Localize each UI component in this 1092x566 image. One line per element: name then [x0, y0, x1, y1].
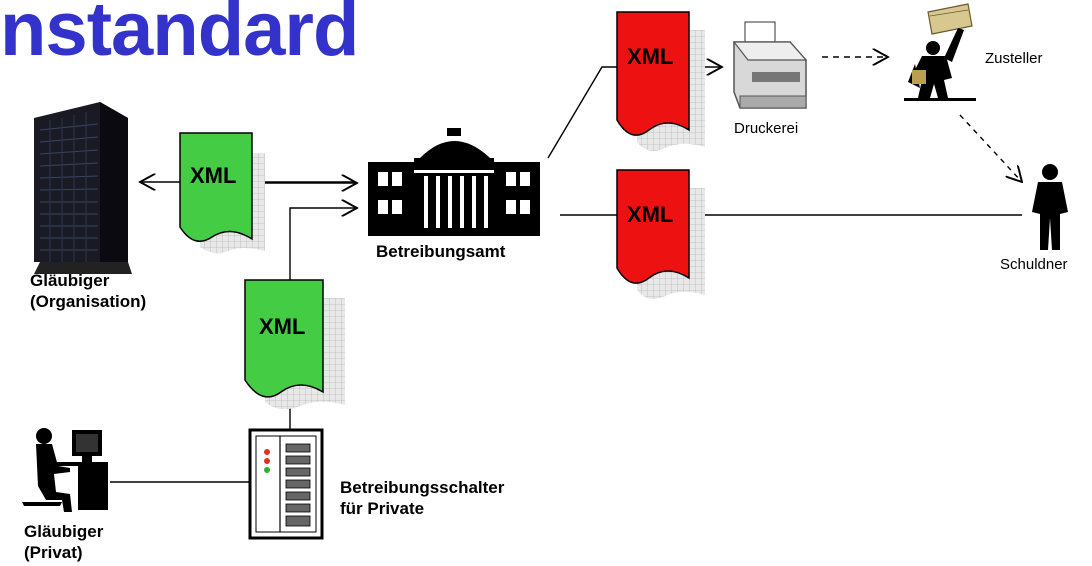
xml-label: XML: [627, 202, 673, 227]
betreibungsschalter-label: Betreibungsschalter für Private: [340, 477, 504, 519]
schuldner-label: Schuldner: [1000, 256, 1068, 273]
betreibungsamt-label: Betreibungsamt: [376, 242, 506, 261]
person-at-computer-icon: [22, 428, 108, 512]
glaeubiger-organisation-line2: (Organisation): [30, 292, 147, 311]
glaeubiger-organisation-line1: Gläubiger: [30, 271, 110, 290]
glaeubiger-privat-label: Gläubiger (Privat): [24, 521, 103, 563]
connectors: [110, 57, 1022, 483]
skyscraper-icon: [34, 102, 132, 274]
page-title: nstandard: [0, 0, 359, 72]
xml-document-amt-schuldner: XML: [616, 169, 705, 299]
druckerei-label: Druckerei: [734, 120, 799, 137]
xml-document-schalter-amt: XML: [244, 279, 345, 410]
person-icon: [1032, 164, 1068, 250]
terminal-icon: [248, 428, 324, 540]
betreibungsschalter-line1: Betreibungsschalter: [340, 478, 505, 497]
xml-label: XML: [627, 44, 673, 69]
arrow-zusteller-to-schuldner: [959, 114, 1022, 182]
glaeubiger-privat-line2: (Privat): [24, 543, 83, 562]
glaeubiger-organisation-label: Gläubiger (Organisation): [30, 270, 146, 312]
zusteller-label: Zusteller: [985, 50, 1043, 67]
betreibungsschalter-line2: für Private: [340, 499, 425, 518]
xml-document-glaeubiger-amt: XML: [179, 132, 265, 254]
xml-label: XML: [190, 163, 236, 188]
glaeubiger-privat-line1: Gläubiger: [24, 522, 104, 541]
courier-icon: [904, 3, 976, 101]
xml-label: XML: [259, 314, 305, 339]
xml-document-amt-druckerei: XML: [616, 11, 705, 151]
printer-icon: [732, 21, 808, 109]
government-building-icon: [368, 128, 540, 236]
